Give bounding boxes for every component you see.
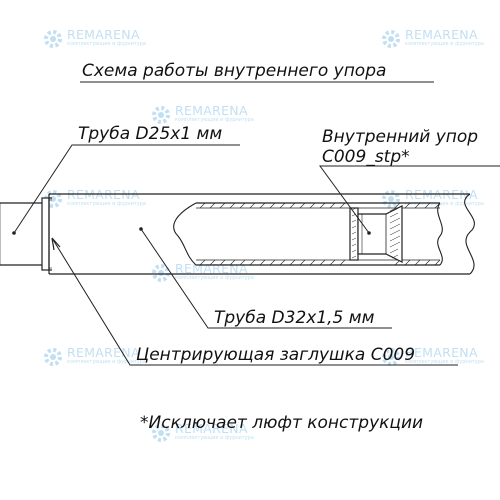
leader-lines [13,144,500,366]
centering-plug [41,197,52,271]
label-large-tube: Труба D32x1,5 мм [214,308,375,328]
label-internal-stop: Внутренний упор C009_stp* [322,127,478,167]
gear-logo-icon [380,28,402,55]
watermark-name: REMARENA [405,345,478,360]
watermark-name: REMARENA [67,27,140,42]
watermark-tagline: комплектующие и фурнитура [67,359,146,365]
footnote: *Исключает люфт конструкции [140,413,424,433]
watermark-name: REMARENA [67,345,140,360]
watermark-tagline: комплектующие и фурнитура [67,201,146,207]
gear-logo-icon [380,346,402,373]
watermark-tagline: комплектующие и фурнитура [67,41,146,47]
watermark-tagline: комплектующие и фурнитура [405,201,484,207]
diagram-title: Схема работы внутреннего упора [82,61,387,81]
watermark-name: REMARENA [175,103,248,118]
internal-stop [349,205,403,263]
gear-logo-icon [150,422,172,449]
watermark-name: REMARENA [175,421,248,436]
label-small-tube: Труба D25x1 мм [78,124,223,144]
gear-logo-icon [42,346,64,373]
watermark-tagline: комплектующие и фурнитура [175,117,254,123]
label-internal-stop-line1: Внутренний упор [322,127,479,147]
gear-logo-icon [380,188,402,215]
watermark-tagline: комплектующие и фурнитура [175,435,254,441]
watermark-tagline: комплектующие и фурнитура [175,275,254,281]
watermark-tagline: комплектующие и фурнитура [405,41,484,47]
large-tube [48,193,475,275]
watermark-tagline: комплектующие и фурнитура [405,359,484,365]
small-tube-left [0,202,44,266]
watermark-name: REMARENA [405,27,478,42]
label-centering-plug: Центрирующая заглушка С009 [136,345,416,365]
label-internal-stop-line2: C009_stp* [322,147,410,167]
gear-logo-icon [42,28,64,55]
gear-logo-icon [150,104,172,131]
